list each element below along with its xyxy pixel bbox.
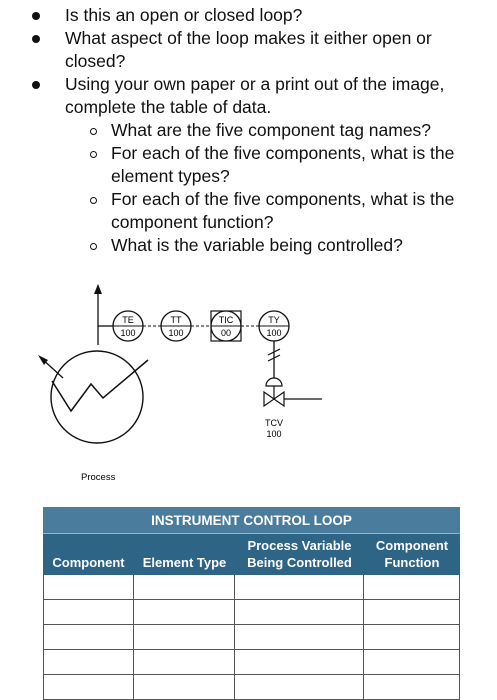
table-row xyxy=(43,625,460,650)
table-row xyxy=(43,600,460,625)
sub-bullet-marker xyxy=(90,243,97,250)
valve-actuator xyxy=(265,377,283,387)
valve-number: 100 xyxy=(266,429,281,439)
question-2-line-1: What aspect of the loop makes it either … xyxy=(65,28,432,48)
flow-arrow-up xyxy=(94,284,102,294)
valve-tag: TCV xyxy=(265,418,283,428)
instrument-tag: TIC xyxy=(219,315,234,325)
table-cell[interactable] xyxy=(134,600,235,624)
signal-hash xyxy=(267,348,281,356)
question-3-line-2: complete the table of data. xyxy=(65,97,272,117)
column-header-element-type: Element Type xyxy=(142,555,227,570)
table-body xyxy=(43,575,460,700)
column-header-component-function: Component Function xyxy=(375,538,449,570)
steam-pipe xyxy=(142,367,320,399)
table-cell[interactable] xyxy=(364,600,460,624)
column-header-component: Component xyxy=(52,555,125,570)
table-row xyxy=(43,575,460,600)
instrument-tag: TE xyxy=(122,315,134,325)
process-label: Process xyxy=(81,472,116,483)
table-cell[interactable] xyxy=(134,650,235,674)
question-2-line-2: closed? xyxy=(65,51,126,71)
bullet-marker xyxy=(32,35,40,43)
sub-bullet-marker xyxy=(90,151,97,158)
table-cell[interactable] xyxy=(364,675,460,699)
signal-hash xyxy=(267,354,281,362)
table-header-row: Component Element Type Process Variable … xyxy=(43,533,460,575)
steam-supply-line xyxy=(142,364,320,399)
table-cell[interactable] xyxy=(364,650,460,674)
table-cell[interactable] xyxy=(134,625,235,649)
subquestion-3-line-2: component function? xyxy=(111,212,274,232)
table-cell[interactable] xyxy=(43,675,134,699)
subquestion-4-line-1: What is the variable being controlled? xyxy=(111,235,403,255)
coil-arrow xyxy=(38,355,48,365)
subquestion-1-line-1: What are the five component tag names? xyxy=(111,120,432,140)
sub-bullet-marker xyxy=(90,197,97,204)
table-cell[interactable] xyxy=(235,675,364,699)
table-title: INSTRUMENT CONTROL LOOP xyxy=(43,507,460,533)
table-cell[interactable] xyxy=(43,650,134,674)
table-row xyxy=(43,675,460,700)
table-cell[interactable] xyxy=(134,575,235,599)
instrument-tic: TIC 00 xyxy=(210,310,242,342)
heat-exchanger xyxy=(50,350,144,444)
heat-exchanger-coil xyxy=(51,359,149,413)
subquestion-2-line-2: element types? xyxy=(111,166,230,186)
instrument-tag: TY xyxy=(268,315,280,325)
sub-bullet-marker xyxy=(90,128,97,135)
table-cell[interactable] xyxy=(364,625,460,649)
control-loop-diagram: TE 100 TT 100 TIC 00 TY 100 TCV 100 Proc… xyxy=(38,284,322,483)
instrument-number: 100 xyxy=(120,328,135,338)
instrument-control-loop-table: INSTRUMENT CONTROL LOOP Component Elemen… xyxy=(43,507,460,700)
valve-body xyxy=(263,390,285,408)
question-3-line-1: Using your own paper or a print out of t… xyxy=(65,74,445,94)
instrument-number: 100 xyxy=(266,328,281,338)
bullet-marker xyxy=(32,12,40,20)
instrument-te: TE 100 xyxy=(112,310,144,342)
table-cell[interactable] xyxy=(134,675,235,699)
column-header-process-variable: Process Variable Being Controlled xyxy=(247,538,352,570)
instrument-ty: TY 100 xyxy=(258,310,290,342)
instrument-tt: TT 100 xyxy=(160,310,192,342)
instrument-number: 00 xyxy=(221,328,231,338)
table-cell[interactable] xyxy=(43,625,134,649)
bullet-marker xyxy=(32,81,40,89)
table-cell[interactable] xyxy=(235,600,364,624)
subquestion-2-line-1: For each of the five components, what is… xyxy=(111,143,455,163)
table-cell[interactable] xyxy=(235,575,364,599)
table-cell[interactable] xyxy=(43,600,134,624)
instrument-number: 100 xyxy=(168,328,183,338)
subquestion-3-line-1: For each of the five components, what is… xyxy=(111,189,455,209)
table-row xyxy=(43,650,460,675)
table-cell[interactable] xyxy=(43,575,134,599)
question-1-line-1: Is this an open or closed loop? xyxy=(65,5,303,25)
table-cell[interactable] xyxy=(235,625,364,649)
instrument-tag: TT xyxy=(171,315,182,325)
table-cell[interactable] xyxy=(364,575,460,599)
table-cell[interactable] xyxy=(235,650,364,674)
